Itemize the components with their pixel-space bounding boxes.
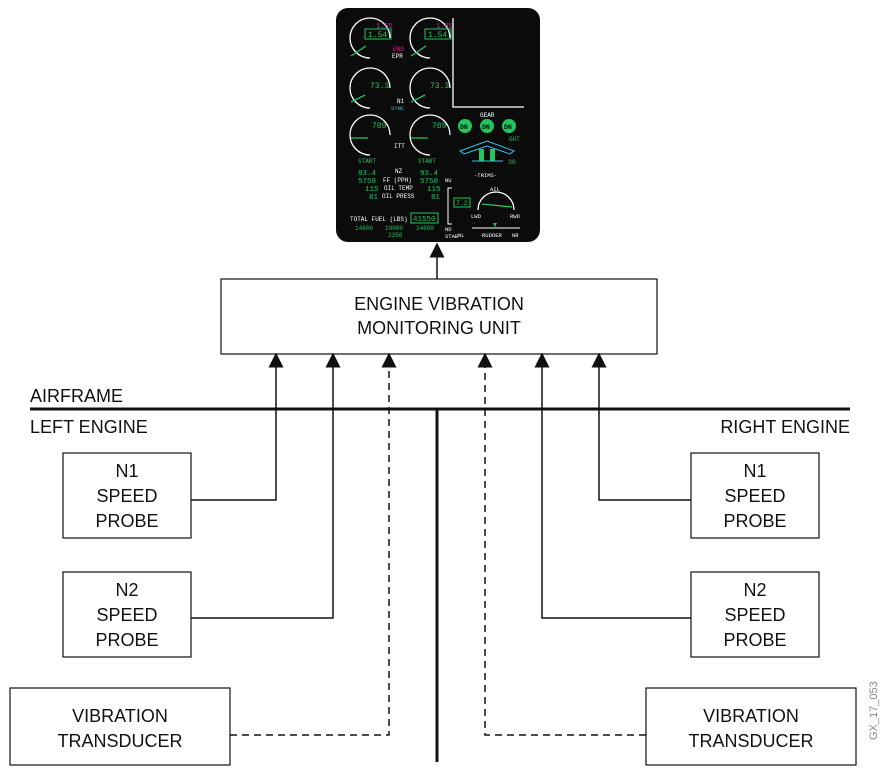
stab-value: 7.2 xyxy=(456,200,468,207)
n1-value-right: 73.3 xyxy=(430,82,449,91)
fuel-left: 14600 xyxy=(355,225,373,232)
itt-gauge-left: 789 xyxy=(349,114,391,156)
right-n2-line1: N2 xyxy=(743,580,766,600)
nz-label: NZ xyxy=(395,168,403,175)
left-n1-signal-line xyxy=(191,352,284,501)
stab-label: STAB xyxy=(445,233,459,240)
gear-label: GEAR xyxy=(480,112,495,119)
right-n1-speed-probe: N1 SPEED PROBE xyxy=(690,452,820,539)
left-vib-line1: VIBRATION xyxy=(72,706,168,726)
nr-label: NR xyxy=(512,232,519,239)
right-n2-line2: SPEED xyxy=(724,605,785,625)
oil-press-left: 81 xyxy=(369,194,379,202)
flaps-value: 30 xyxy=(508,159,516,166)
left-n2-speed-probe: N2 SPEED PROBE xyxy=(62,571,192,658)
evmu-label-line1: ENGINE VIBRATION xyxy=(354,294,524,314)
epr-target-left: 1.65 xyxy=(376,23,393,31)
epr-label: EPR xyxy=(392,53,403,60)
right-n1-line1: N1 xyxy=(743,461,766,481)
nd-label: ND xyxy=(445,226,452,233)
total-fuel-label: TOTAL FUEL (LBS) xyxy=(350,216,408,223)
flaps-out: OUT xyxy=(509,136,520,143)
left-n2-line2: SPEED xyxy=(96,605,157,625)
gear-nose: DN xyxy=(482,124,490,131)
left-vib-line2: TRANSDUCER xyxy=(57,731,182,751)
display-divider xyxy=(452,18,524,108)
n1-label: N1 xyxy=(397,98,405,105)
itt-gauge-right: 789 xyxy=(409,114,451,156)
left-vib-signal-line xyxy=(230,352,397,736)
left-n2-line1: N2 xyxy=(115,580,138,600)
nl-label: NL xyxy=(458,232,465,239)
right-vib-line1: VIBRATION xyxy=(703,706,799,726)
epr-value-right: 1.54 xyxy=(428,31,447,40)
right-vib-signal-line xyxy=(477,352,646,736)
left-n1-line3: PROBE xyxy=(95,511,158,531)
lwd-label: LWD xyxy=(471,213,482,220)
right-n2-line3: PROBE xyxy=(723,630,786,650)
epr-sub: ENG xyxy=(393,46,404,53)
stab-scale xyxy=(447,187,452,225)
flaps-wing-icon xyxy=(458,140,516,162)
right-n2-speed-probe: N2 SPEED PROBE xyxy=(690,571,820,658)
gear-left: DN xyxy=(460,124,468,131)
left-n1-line1: N1 xyxy=(115,461,138,481)
ail-label: AIL xyxy=(490,186,500,193)
itt-label: ITT xyxy=(394,143,405,150)
gear-right: DN xyxy=(504,124,512,131)
figure-id: GX_17_053 xyxy=(868,681,880,740)
itt-value-right: 789 xyxy=(432,122,447,131)
right-n2-signal-line xyxy=(534,352,691,619)
n1-gauge-left: 73.3 xyxy=(349,67,391,109)
gear-indicators: DN DN DN xyxy=(458,119,516,133)
evmu-label-line2: MONITORING UNIT xyxy=(357,318,521,338)
start-left: START xyxy=(358,158,376,165)
trims-label: -TRIMS- xyxy=(474,172,497,179)
total-fuel-value: 41550 xyxy=(413,216,436,224)
left-vibration-transducer: VIBRATION TRANSDUCER xyxy=(9,687,231,766)
fuel-right: 14600 xyxy=(416,225,434,232)
start-right: START xyxy=(418,158,436,165)
ff-left: 5750 xyxy=(358,178,377,186)
left-n1-line2: SPEED xyxy=(96,486,157,506)
rudder-label: RUDDER xyxy=(482,232,503,239)
right-n1-line3: PROBE xyxy=(723,511,786,531)
oil-press-right: 81 xyxy=(431,194,441,202)
ff-right: 5750 xyxy=(420,178,439,186)
right-n1-signal-line xyxy=(591,352,691,501)
nu-label: NU xyxy=(445,177,452,184)
nz-right: 93.4 xyxy=(420,170,439,178)
evmu-box: ENGINE VIBRATION MONITORING UNIT xyxy=(220,278,658,355)
ff-label: FF (PPH) xyxy=(383,177,412,184)
right-vibration-transducer: VIBRATION TRANSDUCER xyxy=(645,687,857,766)
n1-value-left: 73.3 xyxy=(370,82,389,91)
oil-temp-left: 115 xyxy=(365,186,379,194)
fuel-center: 10000 xyxy=(385,225,403,232)
nz-left: 93.4 xyxy=(358,170,377,178)
epr-gauge-right: 1.65 1.54 xyxy=(409,17,453,59)
left-engine-label: LEFT ENGINE xyxy=(30,417,148,437)
right-engine-label: RIGHT ENGINE xyxy=(720,417,850,437)
epr-value-left: 1.54 xyxy=(368,31,387,40)
left-n2-line3: PROBE xyxy=(95,630,158,650)
left-n2-signal-line xyxy=(191,352,341,619)
epr-target-right: 1.65 xyxy=(436,23,453,31)
left-n1-speed-probe: N1 SPEED PROBE xyxy=(62,452,192,539)
right-vib-line2: TRANSDUCER xyxy=(688,731,813,751)
itt-value-left: 789 xyxy=(372,122,387,131)
engine-display: 1.65 1.54 1.65 1.54 ENG EPR 73.3 73.3 N1… xyxy=(336,8,540,242)
right-n1-line2: SPEED xyxy=(724,486,785,506)
n1-gauge-right: 73.3 xyxy=(409,67,451,109)
oil-temp-label: OIL TEMP xyxy=(384,185,413,192)
aileron-scale xyxy=(477,191,515,211)
rwd-label: RWD xyxy=(510,213,521,220)
oil-temp-right: 115 xyxy=(427,186,441,194)
fuel-bottom: 2350 xyxy=(388,232,403,239)
n1-sub: SYNC xyxy=(391,105,405,112)
airframe-label: AIRFRAME xyxy=(30,386,123,406)
oil-press-label: OIL PRESS xyxy=(382,193,415,200)
epr-gauge-left: 1.65 1.54 xyxy=(349,17,393,59)
display-bezel xyxy=(336,8,540,242)
